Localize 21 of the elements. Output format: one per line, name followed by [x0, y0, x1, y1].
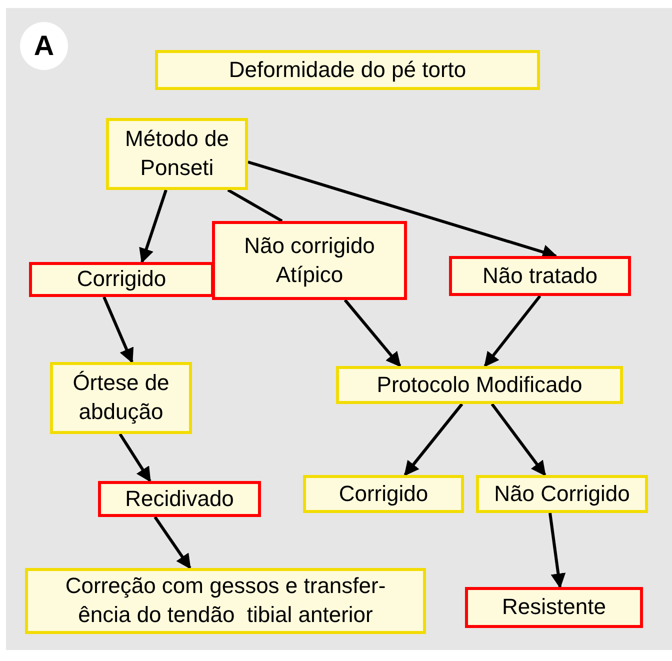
- arrow: [118, 433, 152, 482]
- arrow: [139, 190, 168, 264]
- arrow: [154, 516, 192, 570]
- box-text: Corrigido: [76, 265, 166, 294]
- arrow: [404, 403, 464, 476]
- box-text: Órtese de abdução: [72, 369, 170, 426]
- box-text: Não Corrigido: [494, 480, 630, 508]
- box-text: Método de Ponseti: [124, 125, 230, 182]
- box-text: Correção com gessos e transfer- ência do tendão tibial anterior: [64, 572, 387, 629]
- arrow: [484, 295, 542, 368]
- box-text: Corrigido: [338, 480, 428, 508]
- box-text: Resistente: [502, 593, 606, 622]
- arrow: [102, 296, 134, 364]
- box-text: Recidivado: [125, 484, 234, 513]
- arrow: [344, 299, 402, 368]
- box-text: Não tratado: [482, 262, 598, 290]
- box-text: Protocolo Modificado: [376, 370, 582, 399]
- arrow: [490, 403, 546, 476]
- arrow: [548, 512, 566, 588]
- box-text: Não corrigido Atípico: [243, 232, 376, 289]
- box-text: Deformidade do pé torto: [228, 56, 466, 84]
